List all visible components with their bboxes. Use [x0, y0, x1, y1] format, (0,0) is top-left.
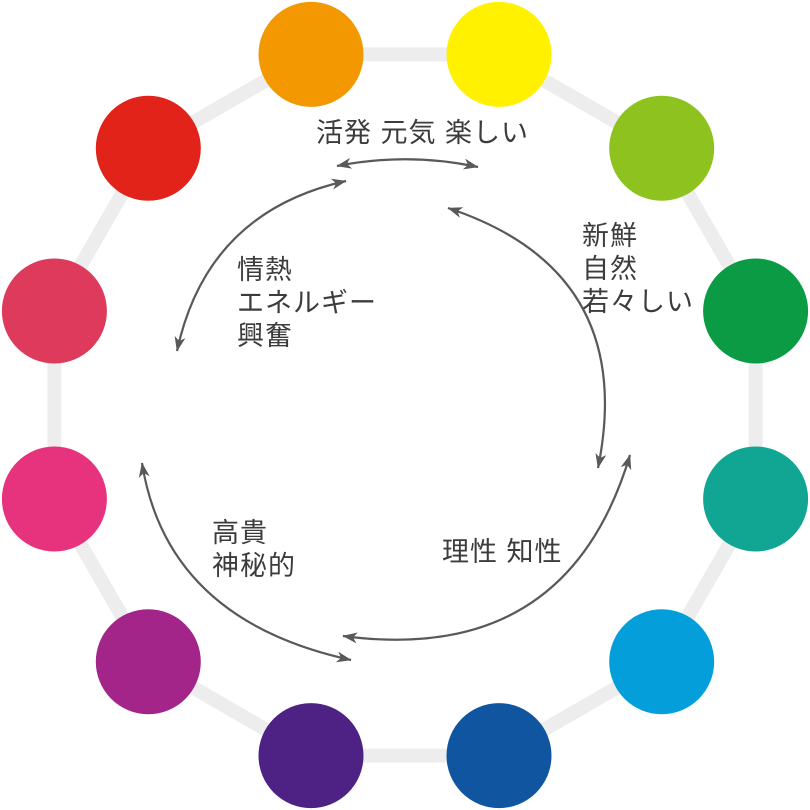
arc-top — [336, 157, 479, 170]
wheel-node-pink — [1, 446, 107, 552]
label-reason-intellect: 理性 知性 — [442, 537, 563, 567]
wheel-node-orange — [258, 1, 364, 107]
wheel-node-red — [95, 95, 201, 201]
wheel-node-yellow-green — [609, 95, 715, 201]
wheel-node-yellow — [446, 1, 552, 107]
wheel-node-red-purple — [95, 609, 201, 715]
arc-upper-right — [447, 206, 607, 469]
wheel-node-blue — [446, 703, 552, 809]
wheel-node-cyan-blue — [609, 609, 715, 715]
label-fresh-natural-youthful: 新鮮 自然 若々しい — [582, 221, 694, 317]
wheel-node-teal — [703, 446, 809, 552]
arc-lower-right — [342, 454, 632, 644]
arc-lower-left — [138, 462, 352, 663]
cycle-arrows-layer — [138, 157, 632, 663]
wheel-node-green — [703, 258, 809, 364]
arc-upper-left — [174, 178, 347, 352]
wheel-node-rose — [1, 258, 107, 364]
label-passion-energy-excitement: 情熱 エネルギー 興奮 — [237, 255, 377, 351]
wheel-node-violet — [258, 703, 364, 809]
label-noble-mysterious: 高貴 神秘的 — [212, 518, 296, 581]
label-active-energetic-fun: 活発 元気 楽しい — [316, 118, 530, 148]
